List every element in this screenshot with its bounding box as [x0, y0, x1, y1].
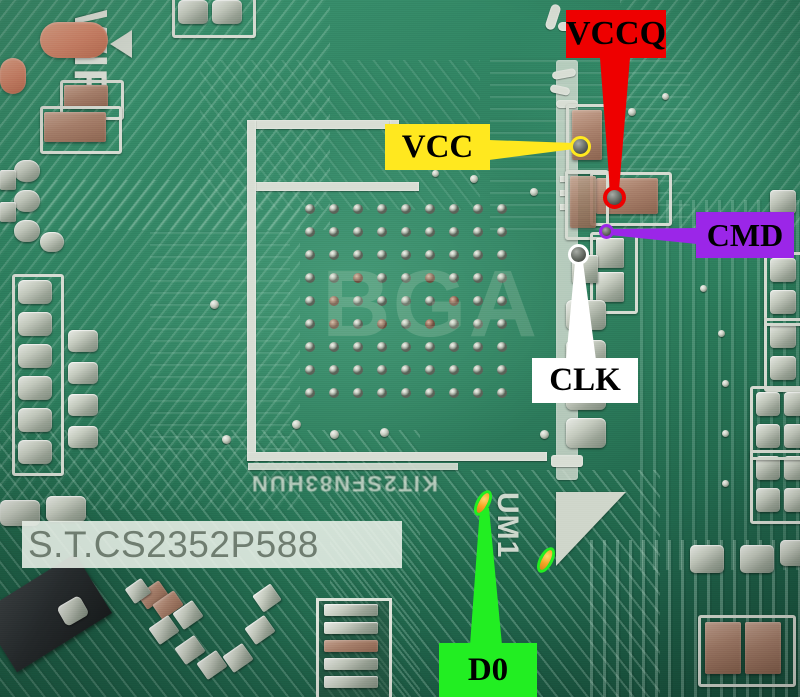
annotation-label-clk[interactable]: CLK [532, 358, 638, 403]
test-point-clk[interactable] [568, 244, 589, 265]
annotation-label-vccq[interactable]: VCCQ [566, 10, 666, 58]
annotation-label-vcc[interactable]: VCC [385, 124, 490, 170]
board-id-text: S.T.CS2352P588 [22, 521, 402, 568]
test-point-vccq[interactable] [603, 186, 626, 209]
annotation-label-cmd[interactable]: CMD [696, 212, 794, 258]
test-point-cmd[interactable] [599, 224, 614, 239]
test-point-vcc[interactable] [570, 136, 591, 157]
annotation-label-d0[interactable]: D0 [439, 643, 537, 697]
